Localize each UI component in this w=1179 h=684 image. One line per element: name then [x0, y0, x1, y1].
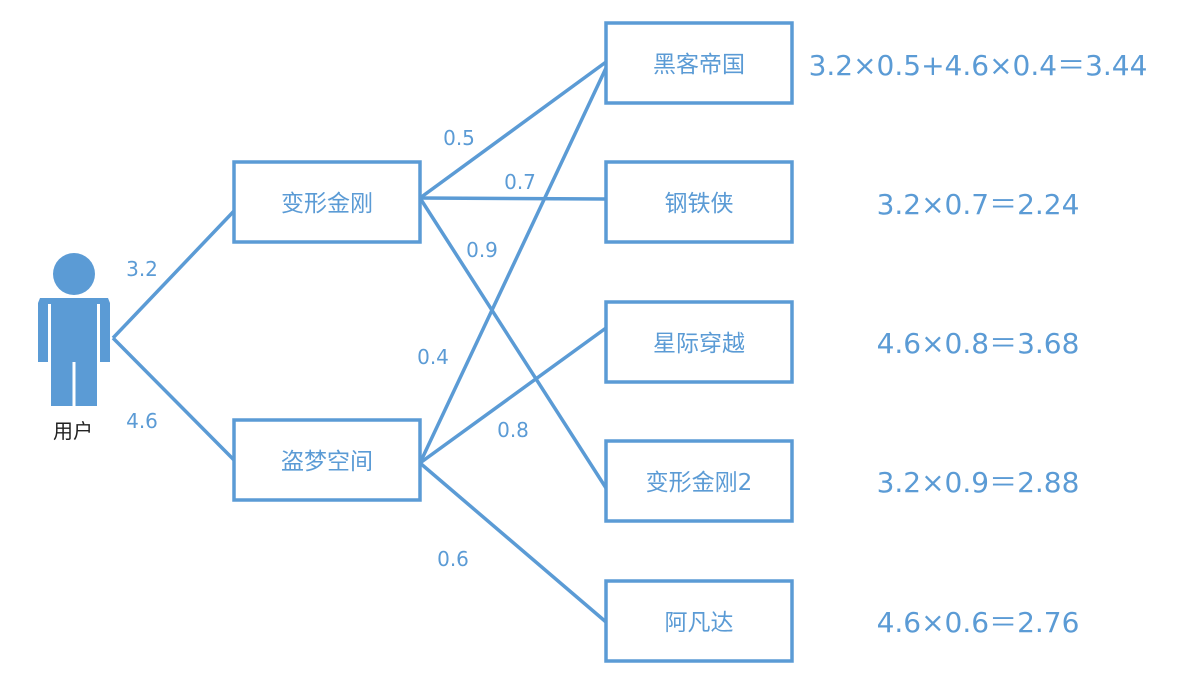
score-formula-1: 3.2×0.5+4.6×0.4＝3.44	[809, 49, 1148, 82]
similarity-weight-w3: 0.9	[466, 238, 498, 262]
recommended-movie-3-label: 星际穿越	[653, 331, 745, 357]
edge-watched2-to-item5	[418, 461, 608, 624]
score-formula-5: 4.6×0.6＝2.76	[877, 606, 1080, 639]
recommended-movie-4-label: 变形金刚2	[646, 470, 753, 496]
recommended-movie-4: 变形金刚2	[604, 439, 794, 523]
recommended-movie-2: 钢铁侠	[604, 160, 794, 244]
user-weight-2: 4.6	[126, 409, 158, 433]
edge-watched1-to-item4	[418, 197, 608, 489]
recommended-movie-1-label: 黑客帝国	[653, 52, 745, 78]
recommended-movie-1: 黑客帝国	[604, 21, 794, 105]
recommended-movie-2-label: 钢铁侠	[665, 191, 734, 217]
recommended-movie-3: 星际穿越	[604, 300, 794, 384]
recommended-movie-5-label: 阿凡达	[665, 610, 734, 636]
edge-user-to-watched-2	[111, 336, 236, 462]
user-icon	[38, 253, 110, 406]
edge-watched1-to-item2	[419, 196, 607, 201]
similarity-weight-w4: 0.4	[417, 345, 449, 369]
edge-watched2-to-item1	[418, 67, 608, 464]
score-formula-3: 4.6×0.8＝3.68	[877, 327, 1080, 360]
edge-user-to-watched-1	[111, 209, 236, 340]
edge-watched1-to-item1	[418, 60, 608, 200]
watched-movie-1-label: 变形金刚	[281, 191, 373, 217]
watched-movie-2-label: 盗梦空间	[281, 449, 373, 475]
similarity-weight-w2: 0.7	[504, 170, 536, 194]
similarity-weight-w5: 0.8	[497, 418, 529, 442]
watched-movie-1: 变形金刚	[232, 160, 422, 244]
user-weight-1: 3.2	[126, 257, 158, 281]
user-label: 用户	[53, 419, 93, 443]
score-formula-2: 3.2×0.7＝2.24	[877, 188, 1080, 221]
watched-movie-2: 盗梦空间	[232, 418, 422, 502]
score-formula-4: 3.2×0.9＝2.88	[877, 466, 1080, 499]
edge-watched2-to-item3	[418, 326, 608, 465]
recommended-movie-5: 阿凡达	[604, 579, 794, 663]
similarity-weight-w6: 0.6	[437, 547, 469, 571]
similarity-weight-w1: 0.5	[443, 126, 475, 150]
